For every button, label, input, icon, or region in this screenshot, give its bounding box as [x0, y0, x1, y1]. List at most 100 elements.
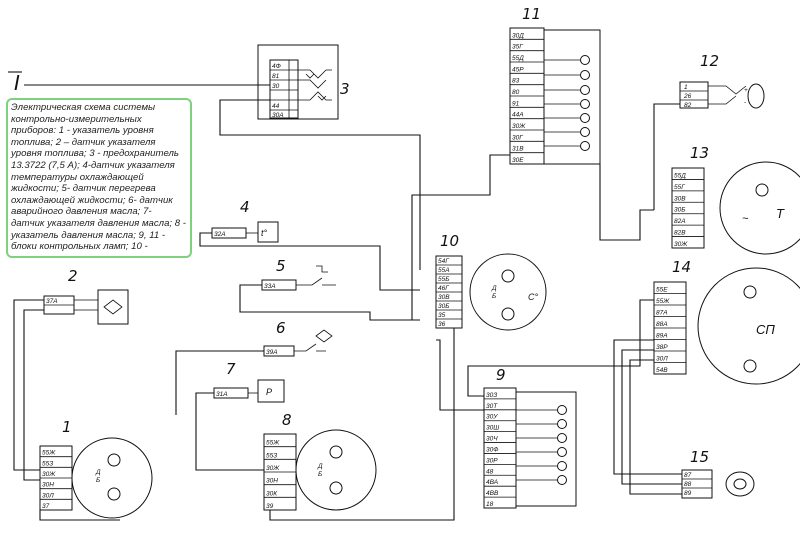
sensor-12-pin-2: 26: [683, 93, 692, 100]
c9-pin-label: 30Р: [486, 457, 498, 464]
indicator-lamp-icon: [580, 99, 590, 109]
wire-5: [239, 284, 420, 321]
fuse-pin-5: 30А: [272, 112, 284, 119]
number-12: 12: [700, 52, 719, 70]
wire-10-to-8: [269, 328, 455, 521]
number-11: 11: [522, 5, 541, 23]
caption-text: Электрическая схема системы контрольно-и…: [11, 102, 186, 253]
c13-pin-label: 82А: [674, 218, 686, 225]
lamp-block-9-connector: [483, 387, 517, 509]
gauge-10-label: С°: [528, 292, 538, 302]
c11-pin-label: 35Г: [512, 44, 523, 51]
gauge-10-d: Д: [491, 285, 497, 292]
wire-6: [175, 350, 264, 415]
lamp-block-9-lamps: [516, 405, 567, 485]
c1-pin-label: 37: [42, 503, 50, 510]
sensor-15-icon: [725, 471, 755, 497]
number-14: 14: [672, 258, 691, 276]
gauge-1-b: Б: [96, 477, 100, 484]
overheat-switch-icon: [296, 265, 336, 286]
fuse-pin-3: 30: [272, 83, 280, 90]
c11-pin-label: 30Г: [512, 134, 523, 141]
wire-9-to-10: [436, 339, 484, 411]
c10-pin-label: 46Г: [438, 285, 449, 292]
c1-pin-label: 30Ж: [42, 471, 56, 478]
c13-pin-label: 55Г: [674, 184, 685, 191]
fuse-pin-1: 4Ф: [272, 63, 281, 70]
speedometer-dial: [697, 267, 800, 385]
c10-pin-label: 36: [438, 321, 446, 328]
c8-pin-label: 55З: [266, 452, 277, 459]
indicator-lamp-icon: [557, 475, 567, 485]
gauge-1-lamp-bottom: [107, 487, 121, 501]
indicator-lamp-icon: [580, 113, 590, 123]
wire-9-to-14: [467, 299, 654, 397]
c9-pin-label: 30Ф: [486, 446, 498, 453]
lamp-block-11-frame: [544, 29, 601, 165]
c8-pin-label: 55Ж: [266, 440, 280, 447]
c11-pin-label: 91: [512, 100, 520, 107]
indicator-lamp-icon: [580, 141, 590, 151]
c14-pin-label: 87А: [656, 310, 668, 317]
c11-pin-label: 31В: [512, 146, 524, 153]
wire-4: [199, 232, 420, 291]
c14-pin-label: 38Р: [656, 344, 668, 351]
c14-pin-label: 54В: [656, 367, 668, 374]
c9-pin-label: 30Ч: [486, 436, 498, 443]
c14-pin-label: 88А: [656, 321, 668, 328]
c14-pin-label: 30Л: [656, 356, 668, 363]
c1-pin-label: 30Н: [42, 482, 54, 489]
sensor-12-minus: -: [744, 99, 747, 106]
wire-11-to-10: [411, 154, 510, 320]
sensor-12-pin-3: 82: [684, 102, 692, 109]
sensor-2-tag: 37А: [46, 298, 58, 305]
number-8: 8: [282, 411, 292, 429]
c9-pin-label: 30З: [486, 392, 497, 399]
caption-box: Электрическая схема системы контрольно-и…: [6, 98, 192, 258]
lamp-block-9-frame: [516, 391, 577, 507]
number-4: 4: [240, 198, 250, 216]
fuse-pin-4: 44: [272, 103, 280, 110]
tachometer-connector: [671, 167, 705, 249]
c9-pin-label: 30У: [486, 414, 498, 421]
lamp-block-11-lamps: [544, 55, 590, 151]
indicator-lamp-icon: [580, 85, 590, 95]
gauge-1-d: Д: [95, 469, 101, 476]
number-9: 9: [496, 366, 506, 384]
indicator-lamp-icon: [557, 419, 567, 429]
c13-pin-label: 30Б: [674, 207, 685, 214]
c14-pin-label: 55Ж: [656, 298, 670, 305]
c10-pin-label: 55Б: [438, 276, 449, 283]
oil-pressure-switch-icon: [294, 329, 333, 352]
gauge-10-dial: [469, 253, 547, 331]
c9-pin-label: 30Ш: [486, 425, 499, 432]
wire-fuse-to-10: [219, 99, 421, 270]
sensor-6-tag: 39А: [266, 349, 278, 356]
sensor-4-tag: 32А: [214, 231, 226, 238]
c10-pin-label: 30Б: [438, 303, 449, 310]
c9-pin-label: 30Т: [486, 403, 498, 410]
gauge-8-lamp-bottom: [329, 481, 343, 495]
c11-pin-label: 83: [512, 78, 520, 85]
gauge-10-lamp-bottom: [501, 307, 515, 321]
speedometer-label: СП: [756, 322, 775, 337]
indicator-lamp-icon: [557, 405, 567, 415]
number-13: 13: [690, 144, 709, 162]
c10-pin-label: 55А: [438, 267, 450, 274]
c11-pin-label: 30Ж: [512, 123, 526, 130]
c14-pin-label: 55Е: [656, 287, 668, 294]
c13-pin-label: 82В: [674, 230, 686, 237]
number-5: 5: [276, 257, 286, 275]
gauge-8-lamp-top: [329, 445, 343, 459]
c11-pin-label: 30Е: [512, 157, 524, 164]
sensor-15-pin-3: 89: [684, 490, 692, 497]
c10-pin-label: 30В: [438, 294, 450, 301]
wire-13-to-11: [599, 164, 654, 241]
c13-pin-label: 30Ж: [674, 241, 688, 248]
c9-pin-label: 48: [486, 468, 494, 475]
indicator-lamp-icon: [557, 447, 567, 457]
